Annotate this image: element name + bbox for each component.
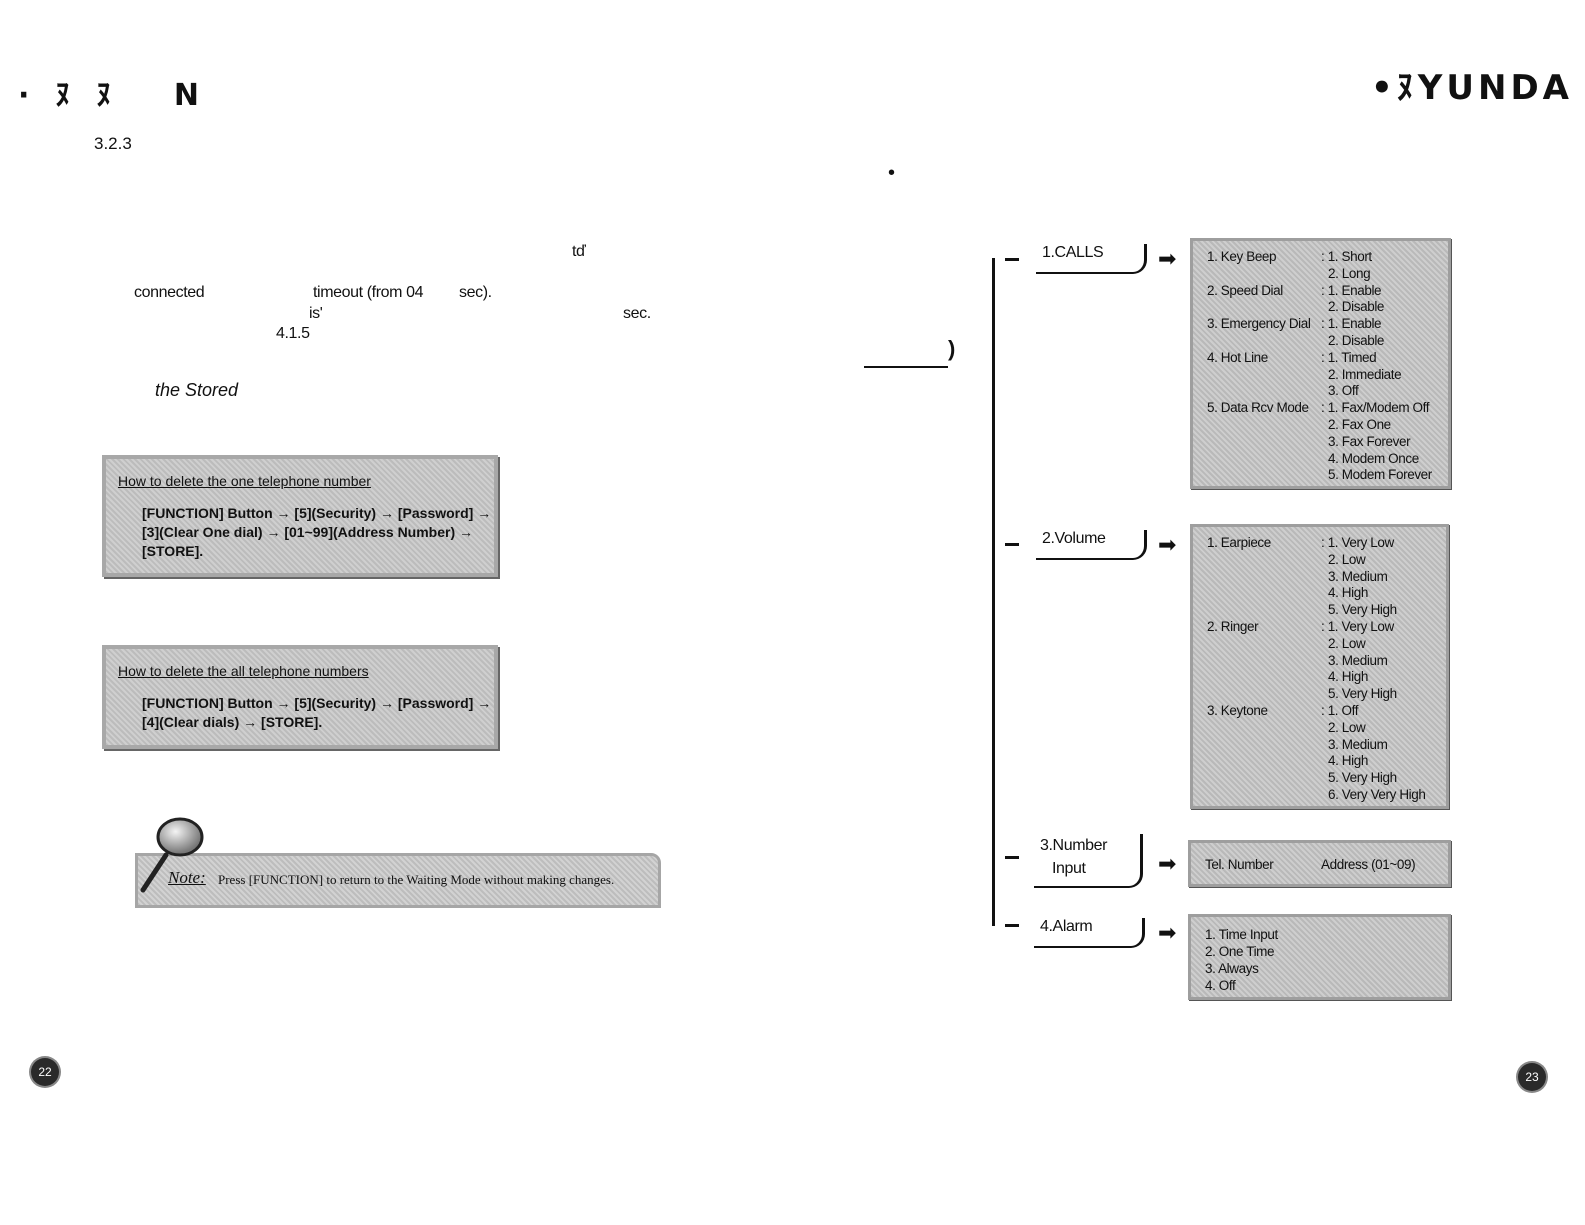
branch-calls: [1005, 258, 1019, 261]
logo-left: ·ﾇﾇ N: [18, 78, 225, 113]
fragment-connected: connected: [134, 284, 205, 301]
submenu-item-option: : 1. Short: [1321, 249, 1372, 264]
number-input-submenu-panel: Tel. Number Address (01~09): [1188, 840, 1451, 887]
submenu-item-option: : 1. Very Low: [1321, 535, 1394, 550]
submenu-item-label: 4. Off: [1205, 978, 1236, 993]
submenu-item-label: 4. Hot Line: [1207, 349, 1268, 365]
page-number-right: 23: [1518, 1063, 1546, 1091]
submenu-item-option: 5. Very High: [1328, 602, 1397, 618]
magnifier-icon: [140, 817, 204, 893]
submenu-item-option: : 1. Fax/Modem Off: [1321, 400, 1430, 416]
submenu-item-option: 3. Medium: [1328, 652, 1388, 668]
section-number: 3.2.3: [94, 134, 132, 153]
connector-line: [864, 366, 948, 368]
menu-number-input-line1: 3.Number: [1040, 837, 1108, 854]
submenu-item-label: 2. Speed Dial: [1207, 282, 1283, 298]
fragment-reference: 4.1.5: [276, 325, 310, 342]
submenu-item-option: : 1. Enable: [1321, 282, 1382, 298]
fragment-is: is': [309, 305, 323, 322]
alarm-submenu-panel: 1. Time Input 2. One Time 3. Always 4. Off: [1188, 914, 1451, 1000]
submenu-item-label: Tel. Number: [1205, 857, 1274, 872]
fragment-sec-2: sec.: [623, 305, 651, 322]
branch-alarm: [1005, 924, 1019, 927]
delete-one-title: How to delete the one telephone number: [118, 473, 371, 489]
submenu-item-option: 3. Medium: [1328, 568, 1388, 584]
connector-bracket: ): [948, 336, 956, 361]
submenu-item-option: 2. Immediate: [1328, 366, 1402, 382]
submenu-item-label: 5. Data Rcv Mode: [1207, 400, 1309, 416]
submenu-item-option: : 1. Very Low: [1321, 619, 1394, 634]
submenu-item-option: 2. Disable: [1328, 333, 1385, 348]
note-box: Note: Press [FUNCTION] to return to the …: [135, 853, 661, 908]
menu-volume-label[interactable]: 2.Volume: [1036, 530, 1147, 560]
submenu-item-label: 2. Ringer: [1207, 619, 1259, 634]
bullet-dot: •: [888, 162, 896, 184]
submenu-item-label: 3. Emergency Dial: [1207, 316, 1311, 332]
submenu-item-option: 6. Very Very High: [1328, 787, 1426, 802]
submenu-item-option: 5. Very High: [1328, 770, 1397, 786]
submenu-item-option: 2. Low: [1328, 719, 1366, 735]
arrow-right-icon: ➡: [1158, 851, 1177, 876]
note-background: Note: Press [FUNCTION] to return to the …: [135, 853, 661, 908]
delete-all-title: How to delete the all telephone numbers: [118, 663, 369, 679]
submenu-item-option: 5. Very High: [1328, 686, 1397, 702]
submenu-item-label: 3. Keytone: [1207, 703, 1268, 718]
submenu-item-option: : 1. Timed: [1321, 349, 1377, 365]
submenu-item-option: 2. Low: [1328, 551, 1366, 567]
menu-alarm-label[interactable]: 4.Alarm: [1034, 918, 1145, 948]
delete-one-instructions: How to delete the one telephone number […: [102, 455, 498, 577]
submenu-item-option: 4. High: [1328, 753, 1368, 769]
menu-number-input-line2: Input: [1052, 860, 1086, 877]
hyundai-logo: •ﾇYUNDA: [1371, 68, 1573, 108]
delete-one-step-3: [STORE].: [142, 543, 204, 559]
submenu-item-option: 5. Modem Forever: [1328, 467, 1432, 483]
delete-one-step-1: [FUNCTION] Button → [5](Security) → [Pas…: [142, 505, 492, 521]
submenu-item-option: 4. High: [1328, 585, 1368, 601]
submenu-item-label: 1. Earpiece: [1207, 535, 1271, 550]
submenu-item-option: Address (01~09): [1321, 857, 1416, 872]
fragment-the-stored: the Stored: [155, 380, 239, 400]
submenu-item-option: 2. Long: [1328, 265, 1371, 281]
page-number-left: 22: [31, 1058, 59, 1086]
arrow-right-icon: ➡: [1158, 532, 1177, 557]
delete-all-instructions: How to delete the all telephone numbers …: [102, 645, 498, 749]
submenu-item-option: 2. Disable: [1328, 299, 1385, 315]
menu-number-input-label[interactable]: 3.Number Input: [1034, 834, 1143, 888]
delete-all-step-2: [4](Clear dials) → [STORE].: [142, 714, 323, 730]
delete-all-step-1: [FUNCTION] Button → [5](Security) → [Pas…: [142, 695, 492, 711]
menu-tree-trunk: [992, 258, 995, 926]
submenu-item-option: 4. High: [1328, 669, 1368, 685]
fragment-sec-1: sec).: [459, 284, 492, 301]
submenu-item-option: : 1. Off: [1321, 703, 1359, 718]
submenu-item-label: 3. Always: [1205, 961, 1259, 976]
submenu-item-option: 2. Low: [1328, 635, 1366, 651]
branch-volume: [1005, 543, 1019, 546]
fragment-to: tď: [572, 243, 586, 260]
menu-calls-label[interactable]: 1.CALLS: [1036, 244, 1147, 274]
submenu-item-option: 3. Medium: [1328, 736, 1388, 752]
note-label: Note:: [168, 868, 206, 887]
submenu-item-label: 2. One Time: [1205, 944, 1275, 959]
submenu-item-label: 1. Time Input: [1205, 927, 1278, 942]
arrow-right-icon: ➡: [1158, 246, 1177, 271]
delete-one-step-2: [3](Clear One dial) → [01~99](Address Nu…: [142, 524, 474, 540]
arrow-right-icon: ➡: [1158, 920, 1177, 945]
submenu-item-option: 3. Fax Forever: [1328, 433, 1411, 449]
branch-number-input: [1005, 856, 1019, 859]
fragment-timeout: timeout (from 04: [313, 284, 424, 301]
note-text: Press [FUNCTION] to return to the Waitin…: [218, 872, 615, 887]
submenu-item-option: 2. Fax One: [1328, 417, 1391, 432]
submenu-item-option: 3. Off: [1328, 383, 1359, 399]
submenu-item-label: 1. Key Beep: [1207, 249, 1277, 264]
submenu-item-option: 4. Modem Once: [1328, 450, 1419, 466]
submenu-item-option: : 1. Enable: [1321, 316, 1382, 332]
